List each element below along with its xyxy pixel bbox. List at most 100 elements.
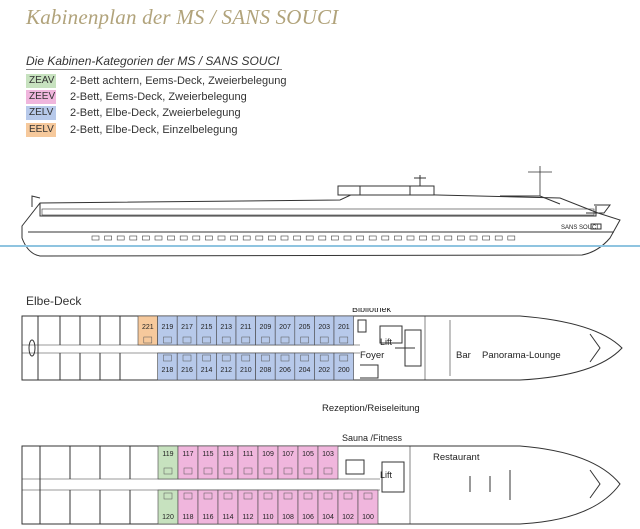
- bibliothek-label: Bibliothek: [352, 308, 392, 314]
- hull-window: [91, 235, 100, 241]
- bed-icon: [319, 336, 329, 344]
- hull-window: [129, 235, 138, 241]
- cabin-number-217: 217: [181, 324, 193, 331]
- hull-window: [242, 235, 251, 241]
- cabin-103: [317, 445, 339, 480]
- bed-icon: [202, 336, 211, 344]
- cabin-number-215: 215: [201, 324, 213, 331]
- elbe-deck-label: Elbe-Deck: [26, 294, 82, 308]
- cabin-number-108: 108: [282, 514, 294, 521]
- bed-icon: [182, 336, 192, 344]
- page-title: Kabinenplan der MS / SANS SOUCI: [26, 5, 339, 29]
- hull-window: [305, 235, 314, 241]
- cabin-200: [333, 352, 354, 381]
- cabin-number-219: 219: [162, 324, 174, 331]
- bar-label: Bar: [456, 350, 471, 361]
- cabin-100: [357, 489, 379, 525]
- legend-item-zeev: ZEEV 2-Bett, Eems-Deck, Zweierbelegung: [26, 89, 286, 104]
- restaurant-label: Restaurant: [433, 452, 480, 463]
- bed-icon: [202, 354, 211, 362]
- cabin-number-205: 205: [299, 324, 311, 331]
- bed-icon: [339, 354, 349, 362]
- bed-icon: [300, 336, 309, 344]
- cabin-number-207: 207: [279, 324, 291, 331]
- cabin-number-104: 104: [322, 514, 334, 521]
- sauna-fitness-label: Sauna /Fitness: [342, 433, 403, 443]
- cabin-number-115: 115: [202, 451, 213, 458]
- cabin-number-200: 200: [338, 367, 350, 374]
- legend-swatch-eelv: EELV: [26, 122, 56, 137]
- bed-icon: [263, 467, 273, 475]
- bed-icon: [303, 467, 313, 475]
- cabin-number-120: 120: [162, 514, 174, 521]
- cabin-number-110: 110: [262, 514, 273, 521]
- cabin-number-103: 103: [322, 451, 334, 458]
- bed-icon: [339, 336, 349, 344]
- bed-icon: [223, 492, 233, 500]
- legend-swatch-zelv: ZELV: [26, 106, 56, 121]
- hull-window: [381, 235, 390, 241]
- hull-window: [230, 235, 238, 241]
- cabin-number-203: 203: [318, 324, 330, 331]
- legend-item-zelv: ZELV 2-Bett, Elbe-Deck, Zweierbelegung: [26, 106, 286, 121]
- bed-icon: [182, 354, 192, 362]
- bed-icon: [163, 492, 173, 500]
- cabin-number-102: 102: [342, 514, 354, 521]
- bed-icon: [280, 354, 290, 362]
- bed-icon: [283, 467, 293, 475]
- hull-window: [457, 235, 465, 241]
- bed-icon: [319, 354, 329, 362]
- legend-label-eelv: 2-Bett, Elbe-Deck, Einzelbelegung: [70, 123, 238, 136]
- cabin-number-112: 112: [242, 514, 253, 521]
- bed-icon: [241, 354, 251, 362]
- rezeption-label: Rezeption/Reiseleitung: [322, 403, 420, 414]
- hull-window: [116, 235, 125, 241]
- hull-window: [104, 235, 112, 241]
- cabin-number-213: 213: [220, 324, 232, 331]
- panorama-lounge-label: Panorama-Lounge: [482, 350, 561, 361]
- bed-icon: [143, 336, 153, 344]
- hull-window: [343, 235, 352, 241]
- cabin-number-208: 208: [260, 367, 272, 374]
- legend-item-eelv: EELV 2-Bett, Elbe-Deck, Einzelbelegung: [26, 122, 286, 137]
- hull-window: [217, 235, 226, 241]
- cabin-number-221: 221: [142, 324, 154, 331]
- ship-name-label: SANS SOUCI: [561, 225, 598, 231]
- hull-window: [318, 235, 327, 241]
- cabin-number-210: 210: [240, 367, 252, 374]
- category-legend: ZEAV 2-Bett achtern, Eems-Deck, Zweierbe…: [26, 73, 286, 139]
- cabin-number-201: 201: [338, 324, 350, 331]
- bed-icon: [241, 336, 251, 344]
- bed-icon: [263, 492, 273, 500]
- legend-swatch-zeav: ZEAV: [26, 73, 56, 88]
- hull-window: [469, 235, 478, 241]
- bed-icon: [221, 354, 231, 362]
- bed-icon: [283, 492, 293, 500]
- bed-icon: [323, 492, 333, 500]
- hull-window: [419, 235, 427, 241]
- cabin-number-212: 212: [220, 367, 232, 374]
- bed-icon: [280, 336, 290, 344]
- cabin-number-209: 209: [260, 324, 272, 331]
- cabin-number-109: 109: [262, 451, 274, 458]
- bed-icon: [221, 336, 231, 344]
- foyer-label: Foyer: [360, 350, 384, 361]
- cabin-number-218: 218: [162, 367, 174, 374]
- bed-icon: [223, 467, 233, 475]
- hull-window: [179, 235, 188, 241]
- hull-window: [431, 235, 440, 241]
- legend-heading: Die Kabinen-Kategorien der MS / SANS SOU…: [26, 54, 280, 68]
- hull-window: [255, 235, 264, 241]
- bed-icon: [363, 492, 373, 500]
- bed-icon: [163, 336, 172, 344]
- hull-window: [293, 235, 301, 241]
- hull-window: [482, 235, 490, 241]
- hull-window: [356, 235, 364, 241]
- hull-window: [154, 235, 163, 241]
- cabin-number-202: 202: [318, 367, 330, 374]
- bed-icon: [203, 492, 213, 500]
- lift-label: Lift: [380, 337, 393, 347]
- bed-icon: [163, 354, 172, 362]
